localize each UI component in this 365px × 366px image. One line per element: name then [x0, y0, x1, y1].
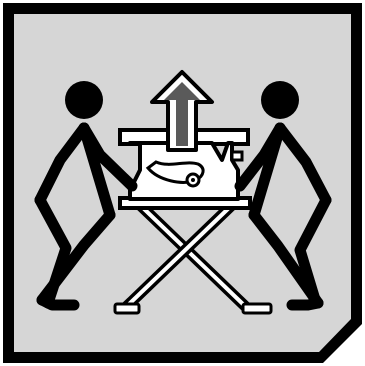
two-person-lift-sign	[0, 0, 365, 366]
